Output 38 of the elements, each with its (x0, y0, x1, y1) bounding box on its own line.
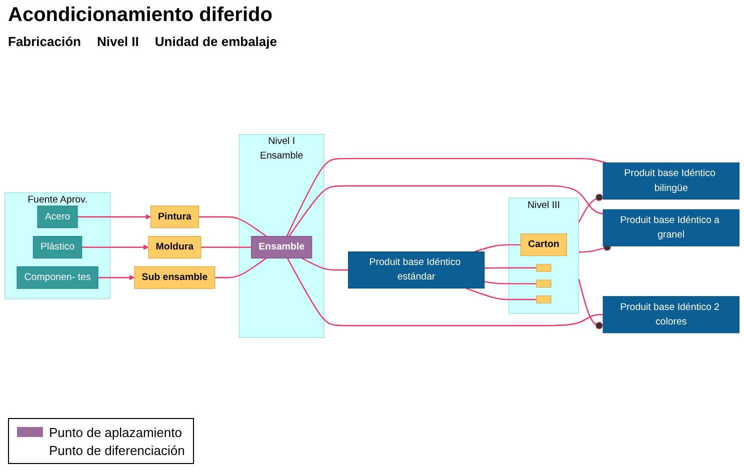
connector (578, 194, 604, 223)
diagram-title: Acondicionamiento diferido (8, 4, 272, 27)
node-box (536, 280, 552, 288)
node-box: Sub ensamble (134, 266, 216, 289)
node-box: Produit base Idéntico 2 colores (602, 296, 740, 334)
connector (198, 216, 267, 237)
connector (302, 258, 348, 271)
connector (578, 244, 612, 253)
connector (214, 258, 267, 278)
column-heading: Fabricación (8, 34, 81, 49)
node-box: Produit base Idéntico estándar (348, 251, 485, 289)
arrow (78, 214, 151, 220)
node-box: Moldura (148, 236, 202, 258)
column-heading: Nivel II (96, 34, 139, 49)
node-box: Carton (520, 234, 567, 256)
node-box: Produit base Idéntico a granel (602, 209, 740, 246)
node-box: Pintura (150, 206, 200, 228)
node-box (536, 264, 552, 272)
connector (286, 258, 604, 326)
connector (484, 281, 536, 284)
column-heading: Unidad de embalaje (154, 34, 277, 49)
connector (200, 246, 252, 248)
connector (466, 288, 536, 300)
arrow (98, 274, 135, 280)
node-box: Acero (37, 206, 78, 228)
node-box: Produit base Idéntico bilingüe (602, 162, 740, 200)
node-box: Plástico (32, 236, 82, 258)
connector (578, 278, 604, 330)
node-box: Ensamble (251, 236, 312, 258)
connector (474, 244, 521, 252)
legend-text: Punto de aplazamiento (49, 424, 182, 440)
arrow (82, 244, 149, 250)
node-box (536, 296, 552, 304)
connector (288, 185, 604, 237)
connector (484, 267, 536, 269)
legend-text: Punto de diferenciación (49, 442, 185, 458)
node-box: Componen- tes (16, 266, 98, 289)
connector (286, 158, 606, 237)
